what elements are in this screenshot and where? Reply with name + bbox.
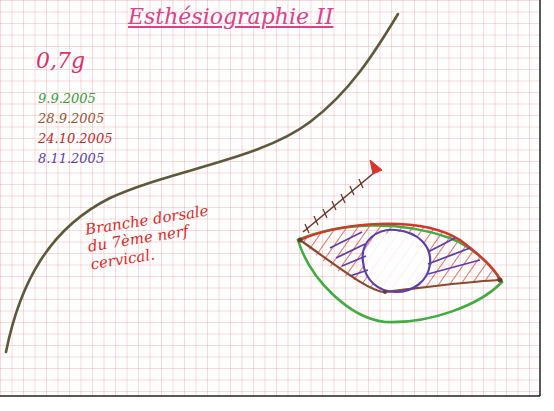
paper-edge [0, 395, 540, 397]
exam-date: 9.9.2005 [38, 92, 96, 107]
exam-date: 8.11.2005 [38, 152, 104, 167]
grid-paper [0, 0, 540, 396]
scale-bar [303, 160, 382, 233]
exam-date: 24.10.2005 [38, 132, 112, 147]
exam-date: 28.9.2005 [38, 112, 104, 127]
paper-edge [539, 0, 541, 396]
sheet-title: Esthésiographie II [128, 4, 333, 29]
stimulus-weight: 0,7g [36, 48, 85, 73]
hypoesthesia-zones [290, 210, 510, 322]
